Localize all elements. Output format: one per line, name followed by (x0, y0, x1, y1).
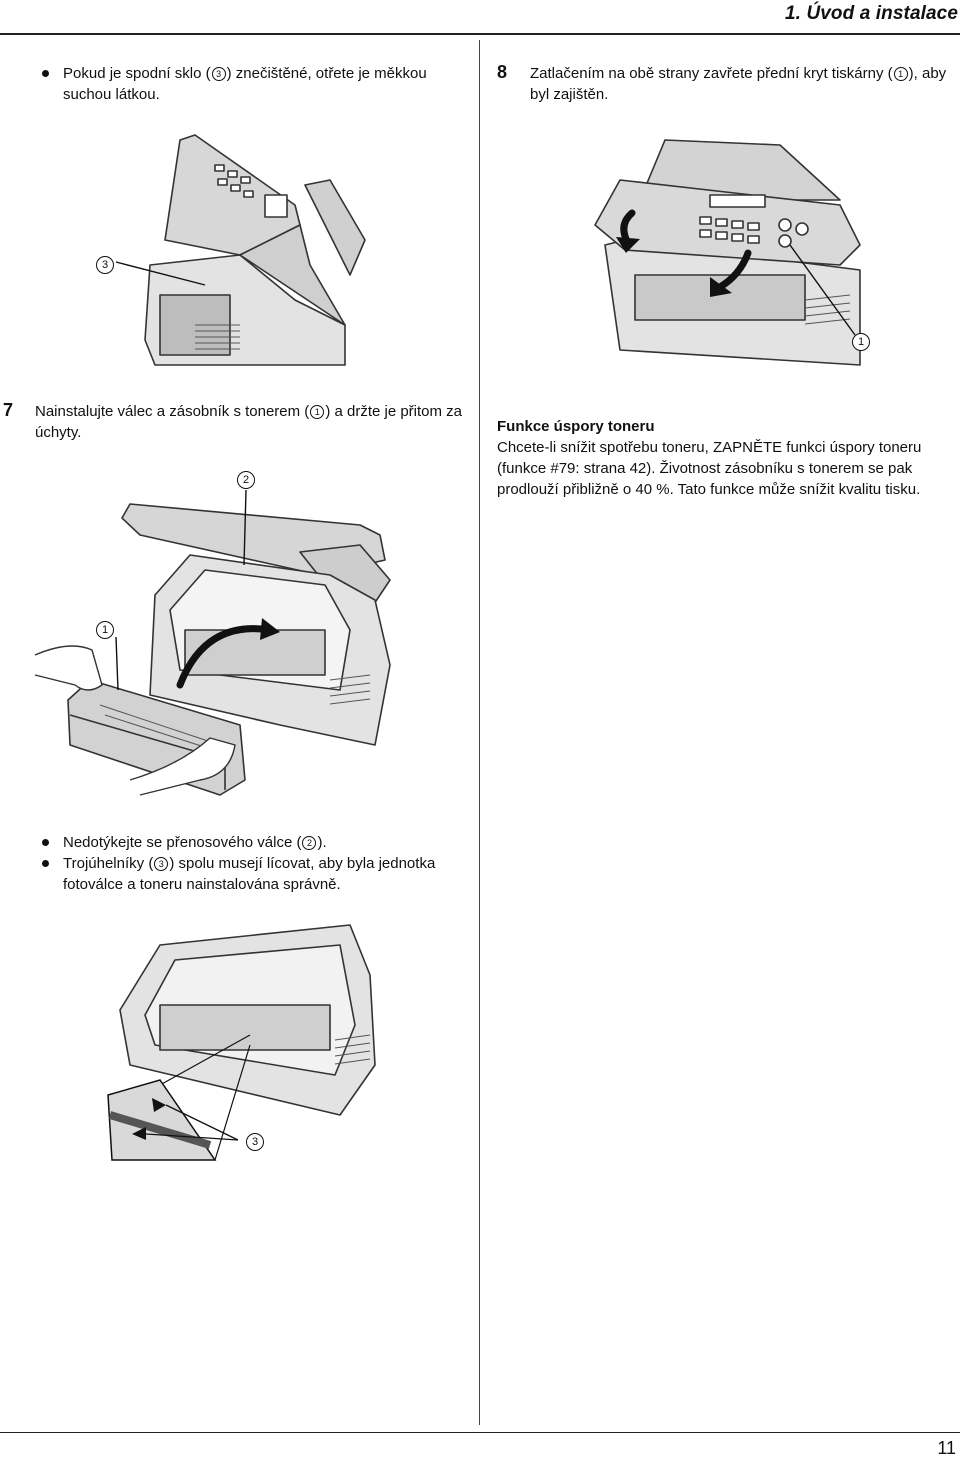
bullet-text-after: ) spolu musejí lícovat, aby byla jednotk… (63, 855, 436, 893)
callout-1-top-figure: 1 (852, 333, 870, 351)
bullet-text-after: ). (317, 834, 327, 851)
section-title: 1. Úvod a instalace (785, 3, 958, 24)
callout-3-triangle-figure: 3 (246, 1133, 264, 1151)
bullet-text-after: ) znečištěné, otřete je měkkou suchou lá… (63, 65, 427, 103)
page-number: 11 (937, 1438, 956, 1458)
step-8-after: ), aby byl zajištěn. (530, 65, 947, 103)
bullet-text-before: Pokud je spodní sklo ( (63, 65, 211, 82)
step-7-after: ) a držte je přitom za úchyty. (35, 403, 463, 441)
step-number-8: 8 (497, 62, 508, 82)
drum-toner-illustration (34, 490, 391, 796)
figure-install-drum-toner (30, 490, 470, 810)
ref-3-circled: 3 (211, 67, 226, 81)
ref-3-circled: 3 (154, 857, 169, 871)
triangle-alignment-illustration (107, 924, 376, 1161)
column-divider (479, 40, 480, 1425)
bullet-clean-glass: Pokud je spodní sklo (3) znečištěné, otř… (42, 63, 463, 105)
bullet-triangles-match: Trojúhelníky (3) spolu musejí lícovat, a… (42, 853, 463, 895)
step-7-before: Nainstalujte válec a zásobník s tonerem … (35, 403, 310, 420)
fax-covers-illustration (115, 134, 861, 366)
ref-2-circled: 2 (302, 836, 317, 850)
footer-rule (0, 1432, 960, 1433)
tip-box: Funkce úspory toneru Chcete-li snížit sp… (497, 416, 957, 500)
callout-2-drum-figure: 2 (237, 471, 255, 489)
tip-body: Chcete-li snížit spotřebu toneru, ZAPNĚT… (497, 439, 922, 498)
tip-heading: Funkce úspory toneru (497, 418, 655, 435)
step-8-before: Zatlačením na obě strany zavřete přední … (530, 65, 893, 82)
ref-1-circled: 1 (310, 405, 325, 419)
callout-1-drum-figure: 1 (96, 621, 114, 639)
step-number-7: 7 (3, 400, 14, 420)
step-7-text: Nainstalujte válec a zásobník s tonerem … (35, 401, 465, 443)
figure-top-fax-covers (80, 125, 880, 375)
bullet-text-before: Trojúhelníky ( (63, 855, 154, 872)
header-rule (0, 33, 960, 35)
bullet-text-before: Nedotýkejte se přenosového válce ( (63, 834, 302, 851)
ref-1-circled: 1 (893, 67, 908, 81)
figure-triangle-alignment (100, 915, 480, 1170)
callout-3-top-figure: 3 (96, 256, 114, 274)
bullet-transfer-roller: Nedotýkejte se přenosového válce (2). (42, 832, 463, 853)
step-8-text: Zatlačením na obě strany zavřete přední … (530, 63, 955, 105)
